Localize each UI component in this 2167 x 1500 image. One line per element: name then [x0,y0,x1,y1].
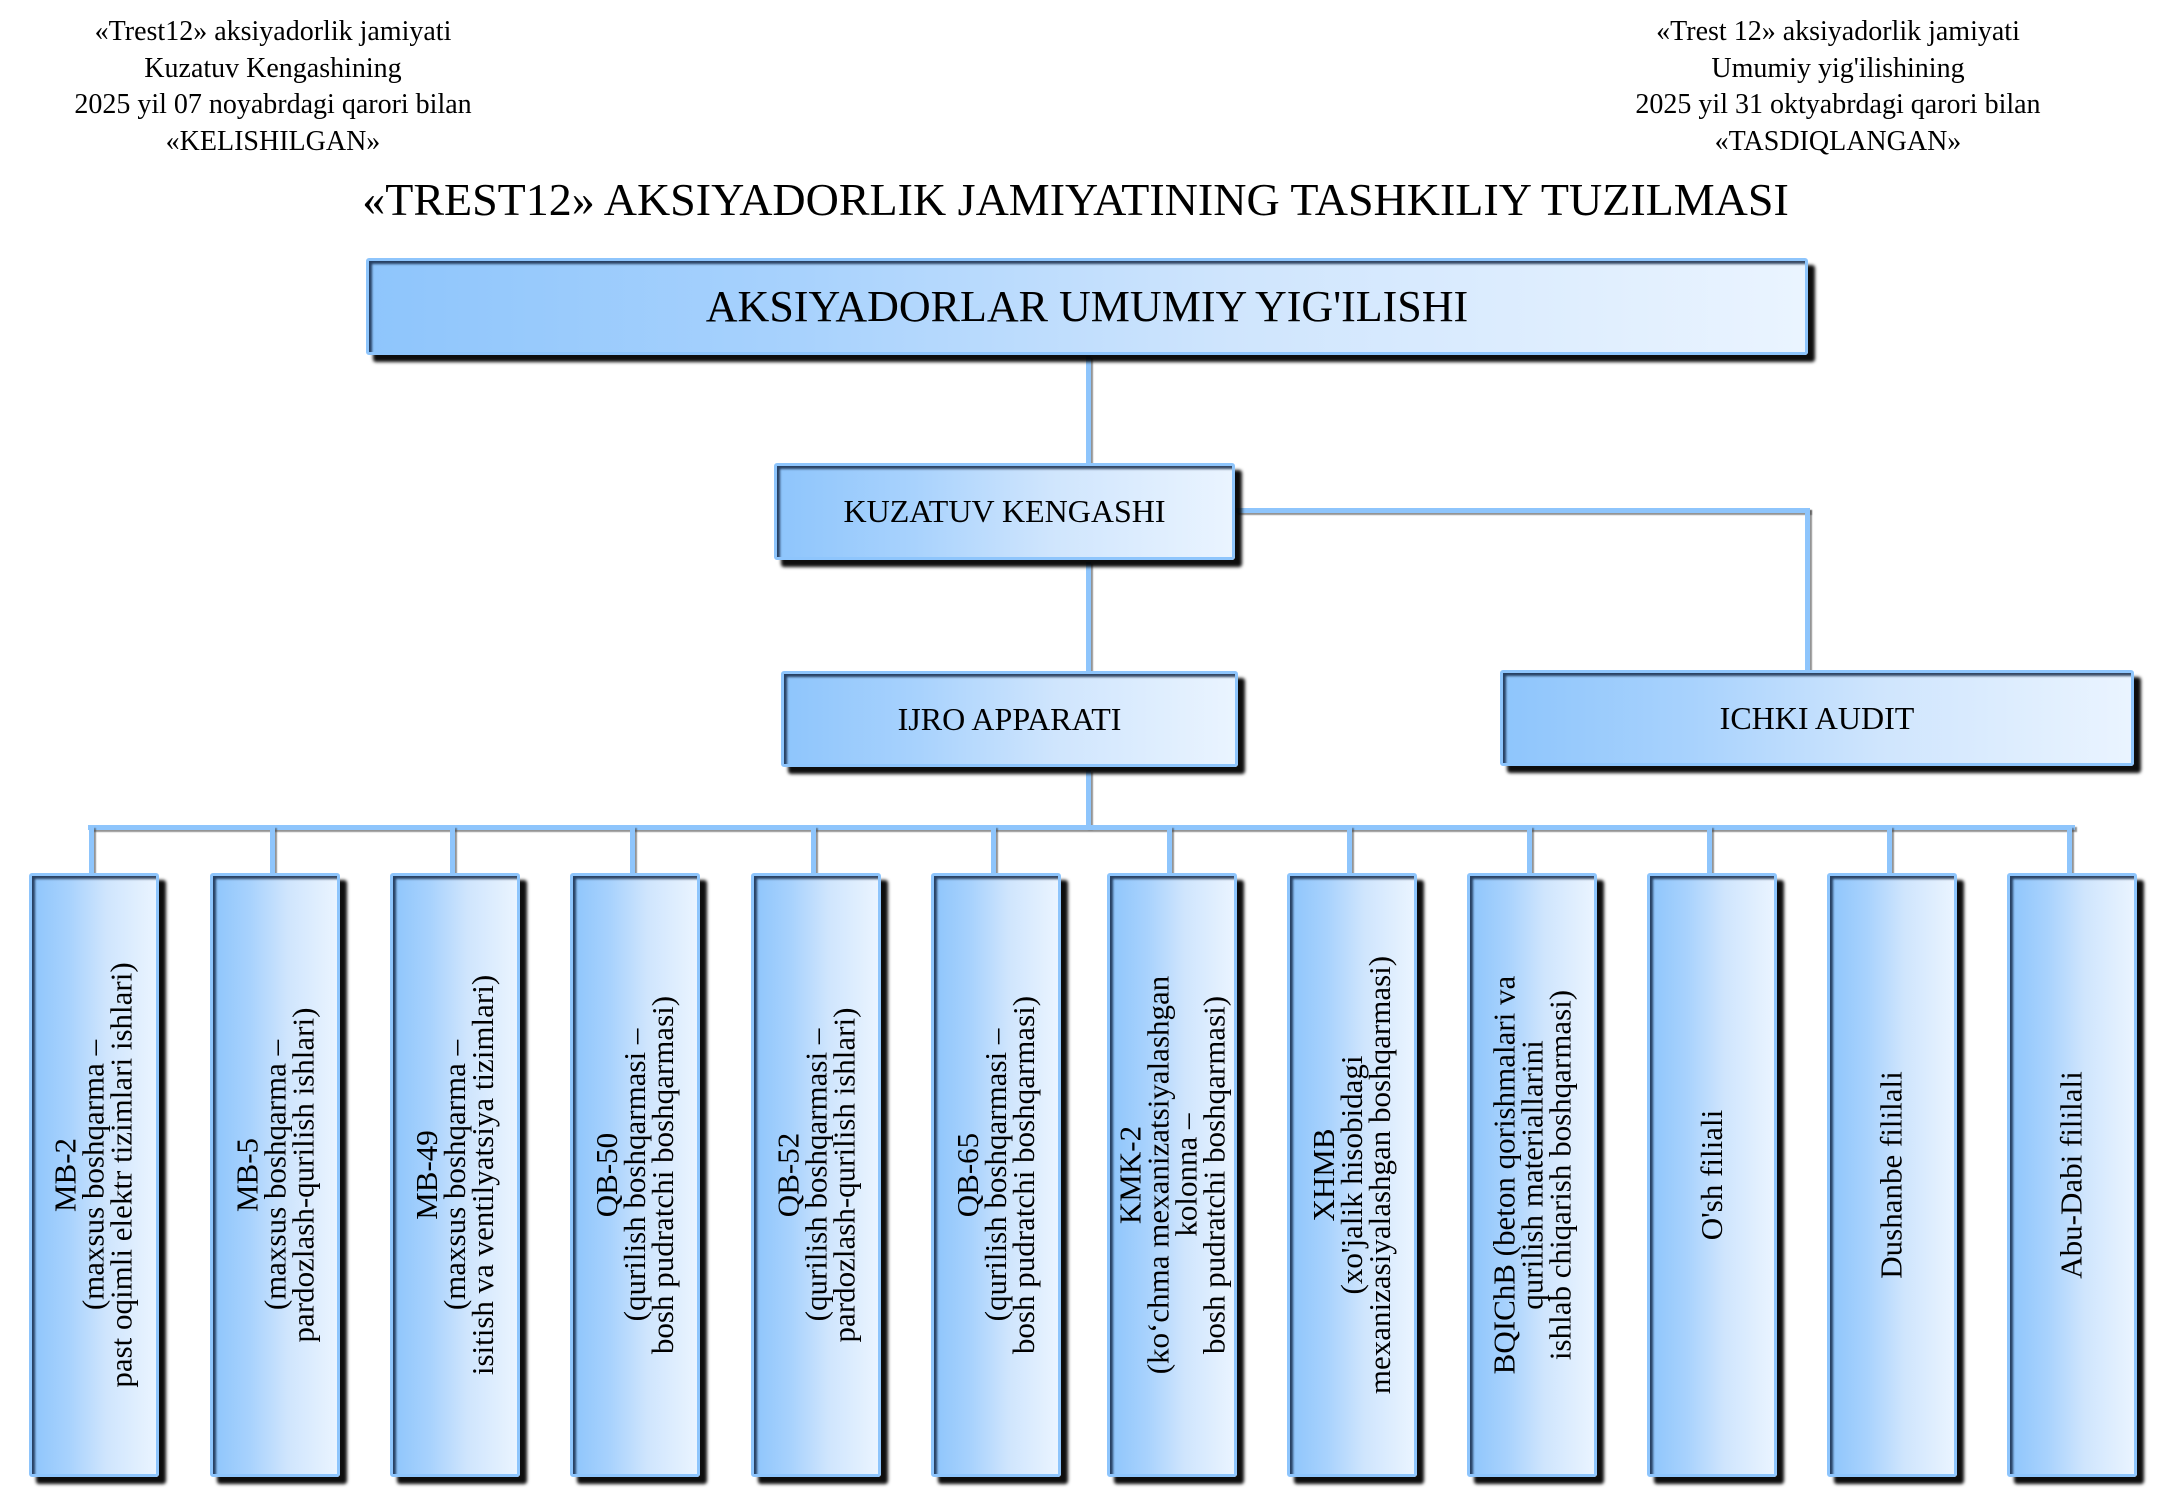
division-label: KMK-2 (ko‘chma mexanizatsiyalashgan kolo… [1112,976,1232,1375]
division-code: Dushanbe fililali [1874,1071,1910,1279]
division-desc-line: mexanizasiyalashgan boshqarmasi) [1362,955,1398,1395]
approval-line: Kuzatuv Kengashining [144,52,402,84]
node-supervisory-board: KUZATUV KENGASHI [774,463,1235,560]
connector-drop [1707,826,1712,876]
connector-drop [1887,826,1892,876]
division-label: BQIChB (beton qorishmalari va qurilish m… [1486,976,1578,1375]
diagram-title-text: «TREST12» AKSIYADORLIK JAMIYATINING TASH… [362,174,1789,225]
node-general-meeting: AKSIYADORLAR UMUMIY YIG'ILISHI [366,258,1808,355]
node-division: QB-52 (qurilish boshqarmasi – pardozlash… [751,873,881,1477]
division-label: MB-49 (maxsus boshqarma – isitish va ven… [409,974,500,1376]
connector-meeting-to-board [1086,356,1091,464]
division-code: O'sh filiali [1694,1109,1729,1241]
node-division: MB-5 (maxsus boshqarma – pardozlash-quri… [210,873,340,1477]
approval-line: «KELISHILGAN» [165,125,381,157]
node-internal-audit: ICHKI AUDIT [1500,670,2134,766]
node-division: MB-2 (maxsus boshqarma – past oqimli ele… [29,873,159,1477]
connector-drop [991,826,996,876]
approval-line: 2025 yil 07 noyabrdagi qarori bilan [74,89,472,120]
node-division: O'sh filiali [1647,873,1777,1477]
connector-drop [1167,826,1172,876]
division-desc-line: pardozlash-qurilish ishlari) [826,1007,862,1343]
connector-drop [630,826,635,876]
division-code: Abu-Dabi fililali [2054,1071,2090,1279]
connector-drop [1347,826,1352,876]
node-division: MB-49 (maxsus boshqarma – isitish va ven… [390,873,520,1477]
node-label: IJRO APPARATI [897,700,1122,737]
connector-executive-down [1086,770,1091,828]
node-division: Abu-Dabi fililali [2007,873,2137,1477]
approval-line: «Trest12» aksiyadorlik jamiyati [94,16,452,47]
connector-drop [450,826,455,876]
connector-drop [89,826,94,876]
division-label: O'sh filiali [1694,1109,1729,1241]
node-division: XHMB (xo'jalik hisobidagi mexanizasiyala… [1287,873,1417,1477]
node-division: KMK-2 (ko‘chma mexanizatsiyalashgan kolo… [1107,873,1237,1477]
division-label: MB-2 (maxsus boshqarma – past oqimli ele… [48,962,139,1388]
connector-drop [270,826,275,876]
connector-board-to-executive [1086,562,1091,672]
node-division: Dushanbe fililali [1827,873,1957,1477]
division-label: XHMB (xo'jalik hisobidagi mexanizasiyala… [1306,955,1398,1395]
connector-drop [811,826,816,876]
division-label: QB-65 (qurilish boshqarmasi – bosh pudra… [950,995,1041,1355]
division-label: QB-50 (qurilish boshqarmasi – bosh pudra… [589,995,680,1355]
approval-line: «Trest 12» aksiyadorlik jamiyati [1656,16,2020,47]
approval-line: 2025 yil 31 oktyabrdagi qarori bilan [1635,89,2041,120]
connector-board-to-audit-vertical [1805,508,1810,671]
approval-line: Umumiy yig'ilishining [1711,52,1965,84]
node-division: BQIChB (beton qorishmalari va qurilish m… [1467,873,1597,1477]
division-label: QB-52 (qurilish boshqarmasi – pardozlash… [770,1007,862,1343]
division-desc-line: bosh pudratchi boshqarmasi) [1006,995,1041,1355]
connector-bus [88,825,2075,830]
node-executive-office: IJRO APPARATI [781,671,1238,767]
division-label: Abu-Dabi fililali [2054,1071,2090,1279]
division-label: MB-5 (maxsus boshqarma – pardozlash-quri… [229,1007,321,1343]
division-label: Dushanbe fililali [1874,1071,1910,1279]
division-desc-line: isitish va ventilyatsiya tizimlari) [465,974,500,1376]
node-division: QB-65 (qurilish boshqarmasi – bosh pudra… [931,873,1061,1477]
division-desc-line: bosh pudratchi boshqarmasi) [645,995,680,1355]
diagram-title: «TREST12» AKSIYADORLIK JAMIYATINING TASH… [0,173,2167,226]
approval-line: «TASDIQLANGAN» [1714,125,1962,157]
division-desc-line: ishlab chiqarish boshqarmasi) [1542,989,1578,1361]
node-label: AKSIYADORLAR UMUMIY YIG'ILISHI [705,282,1469,331]
connector-drop [1527,826,1532,876]
node-label: KUZATUV KENGASHI [843,493,1166,529]
approval-block-agreed: «Trest12» aksiyadorlik jamiyati Kuzatuv … [0,14,553,160]
approval-block-approved: «Trest 12» aksiyadorlik jamiyati Umumiy … [1558,14,2118,160]
division-desc-line: bosh pudratchi boshqarmasi) [1196,995,1232,1355]
division-desc-line: past oqimli elektr tizimlari ishlari) [104,962,139,1388]
node-division: QB-50 (qurilish boshqarmasi – bosh pudra… [570,873,700,1477]
node-label: ICHKI AUDIT [1719,699,1915,736]
division-desc-line: pardozlash-qurilish ishlari) [285,1007,321,1343]
connector-drop [2067,826,2072,876]
connector-board-to-audit-horizontal [1236,508,1810,513]
